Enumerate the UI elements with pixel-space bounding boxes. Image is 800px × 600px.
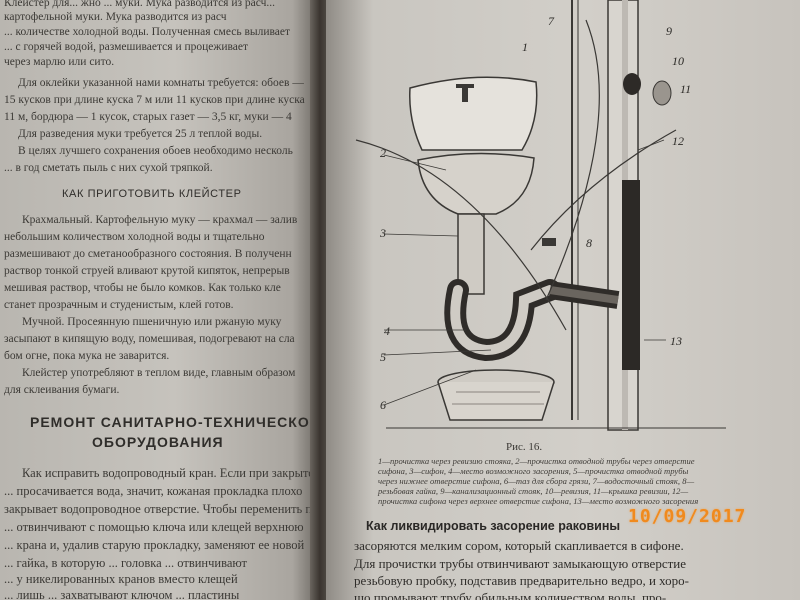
text-line: Мучной. Просеянную пшеничную или ржаную … (22, 316, 282, 328)
text-line: Для прочистки трубы отвинчивают замыкающ… (354, 556, 686, 571)
callout-13: 13 (670, 334, 682, 348)
text-line: Для оклейки указанной нами комнаты требу… (18, 77, 304, 89)
text-line: Клейстер употребляют в теплом виде, глав… (22, 367, 296, 379)
section-heading: ОБОРУДОВАНИЯ (92, 434, 224, 450)
callout-3: 3 (380, 226, 386, 240)
threaded-nut (542, 238, 556, 246)
cleaning-wire (355, 139, 567, 331)
text-line: ... отвинчивают с помощью ключа или клещ… (4, 520, 304, 534)
plumbing-figure (355, 0, 726, 431)
text-line: ... крана и, удалив старую прокладку, за… (4, 538, 305, 552)
text-line: ... количестве холодной воды. Полученная… (4, 26, 291, 38)
callout-5: 5 (380, 350, 386, 364)
callout-1: 1 (522, 40, 528, 54)
text-line: шо промывают трубу обильным количеством … (354, 590, 667, 600)
text-line: бом огне, пока мука не заварится. (4, 350, 170, 362)
clog-area (622, 180, 640, 370)
text-line: ... у никелированных кранов вместо клеще… (4, 572, 238, 586)
section-heading: Как ликвидировать засорение раковины (366, 519, 621, 533)
faucet-handle (456, 84, 474, 88)
figure-legend: 1—прочистка через ревизию стояка, 2—проч… (378, 456, 699, 506)
text-line: небольшим количеством холодной воды и тщ… (4, 231, 265, 243)
text-line: засыпают в кипящую воду, помешивая, подо… (4, 333, 295, 345)
section-heading: КАК ПРИГОТОВИТЬ КЛЕЙСТЕР (62, 188, 242, 200)
text-line: Как исправить водопроводный кран. Если п… (22, 466, 318, 480)
text-line: Клейстер для... жно ... муки. Мука разво… (4, 0, 276, 9)
text-line: через марлю или сито. (4, 56, 115, 68)
callout-4: 4 (384, 324, 390, 338)
text-line: ... гайка, в которую ... головка ... отв… (4, 556, 248, 570)
text-line: размешивают до сметанообразного состояни… (4, 248, 292, 260)
faucet (462, 86, 468, 102)
callout-2: 2 (380, 146, 386, 160)
text-line: для склеивания бумаги. (4, 384, 120, 396)
callout-9: 9 (666, 24, 672, 38)
sink-bowl (417, 152, 535, 215)
right-page: 7 9 1 10 11 12 2 3 8 4 13 5 6 Рис. 16. 1… (326, 0, 800, 600)
date-stamp: 10/09/2017 (628, 506, 747, 527)
callout-11: 11 (680, 82, 692, 96)
text-line: Крахмальный. Картофельную муку — крахмал… (22, 214, 298, 226)
revision-opening (623, 73, 641, 95)
text-line: картофельной муки. Мука разводится из ра… (4, 11, 227, 23)
figure-caption-title: Рис. 16. (506, 441, 543, 453)
text-line: мешивая раствор, чтобы не было комков. К… (4, 282, 281, 294)
callout-7: 7 (548, 14, 554, 28)
callout-10: 10 (672, 54, 684, 68)
callout-12: 12 (672, 134, 684, 148)
section-heading: РЕМОНТ САНИТАРНО-ТЕХНИЧЕСКОГО (30, 414, 318, 430)
left-page: Клейстер для... жно ... муки. Мука разво… (0, 0, 318, 600)
wash-basin (437, 381, 555, 421)
text-line: 11 м, бордюра — 1 кусок, старых газет — … (4, 111, 292, 123)
sink-tank (409, 76, 538, 151)
text-line: закрывает водопроводное отверстие. Чтобы… (4, 502, 318, 516)
callout-8: 8 (586, 236, 592, 250)
text-line: ... лишь ... захватывают ключом ... плас… (4, 588, 240, 600)
text-line: раствор тонкой струей вливают крутой кип… (4, 265, 290, 277)
text-line: ... в год сметать пыль с них сухой тряпк… (4, 162, 213, 174)
callout-6: 6 (380, 398, 386, 412)
text-line: ... просачивается вода, значит, кожаная … (4, 484, 303, 498)
text-line: Для разведения муки требуется 25 л тепло… (18, 128, 263, 140)
revision-cap (652, 80, 672, 106)
text-line: засоряются мелким сором, который скаплив… (354, 538, 684, 553)
text-line: ... с горячей водой, размешивается и про… (4, 41, 248, 53)
text-line: 15 кусков при длине куска 7 м или 11 кус… (4, 94, 305, 106)
text-line: В целях лучшего сохранения обоев необход… (18, 145, 293, 157)
text-line: станет прозрачным и студенистым, клей го… (4, 299, 234, 311)
text-line: резьбовую пробку, подставив предваритель… (354, 573, 689, 588)
